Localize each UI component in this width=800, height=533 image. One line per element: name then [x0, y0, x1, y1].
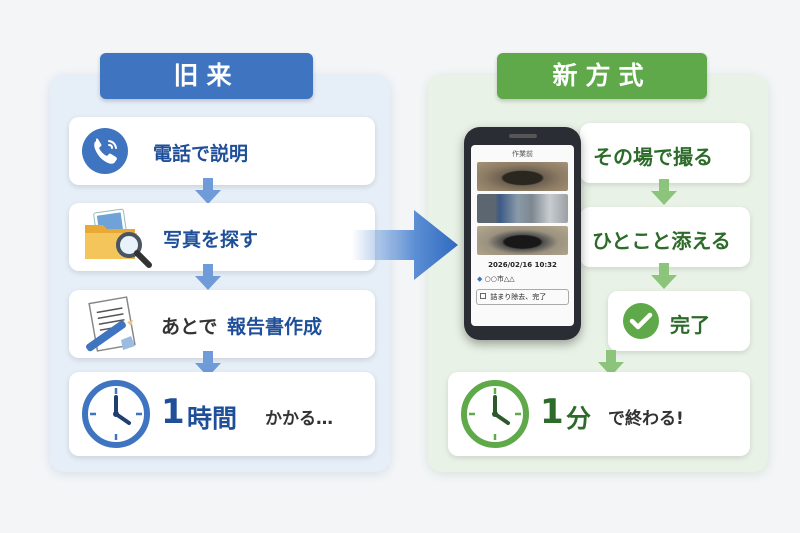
- check-circle-icon: [622, 302, 660, 344]
- new-step-shoot: その場で撮る: [580, 123, 750, 183]
- down-arrow-icon: [651, 179, 677, 205]
- speaker-slot: [509, 134, 537, 138]
- new-result-number: 1: [540, 392, 564, 432]
- new-step-label: ひとこと添える: [592, 229, 731, 253]
- old-result-unit: 時間: [187, 404, 238, 433]
- phone-screen: 作業前 2026/02/16 10:32 ◆ ○○市△△ 詰まり除去、完了: [471, 145, 574, 326]
- photo-thumbnail[interactable]: [477, 194, 568, 223]
- down-arrow-icon: [651, 263, 677, 289]
- down-arrow-icon: [195, 351, 221, 377]
- old-step-search-photo: 写真を探す: [69, 203, 375, 271]
- new-method-title: 新方式: [497, 53, 707, 99]
- checkbox-icon: [480, 293, 486, 299]
- new-result: 1 分 で終わる!: [448, 372, 750, 456]
- down-arrow-icon: [598, 350, 624, 376]
- clock-icon: [81, 379, 151, 453]
- new-step-label: その場で撮る: [593, 145, 713, 169]
- phone-icon: [81, 127, 129, 179]
- smartphone: 作業前 2026/02/16 10:32 ◆ ○○市△△ 詰まり除去、完了: [464, 127, 581, 340]
- location-pin-icon: ◆: [477, 275, 483, 283]
- note-field[interactable]: 詰まり除去、完了: [476, 289, 569, 305]
- new-step-label: 完了: [670, 313, 710, 337]
- photo-thumbnail[interactable]: [477, 226, 568, 255]
- new-step-comment: ひとこと添える: [580, 207, 750, 267]
- new-result-unit: 分: [566, 404, 592, 433]
- note-text: 詰まり除去、完了: [490, 293, 547, 301]
- old-step-label: 写真を探す: [163, 229, 259, 251]
- down-arrow-icon: [195, 178, 221, 204]
- old-step-prefix: あとで: [161, 316, 218, 338]
- old-result-suffix: かかる…: [265, 409, 333, 429]
- screen-title: 作業前: [512, 150, 533, 158]
- clock-icon: [460, 379, 530, 453]
- old-method-title: 旧来: [100, 53, 313, 99]
- photo-thumbnail[interactable]: [477, 162, 568, 191]
- old-step-report: あとで 報告書作成: [69, 290, 375, 358]
- new-result-suffix: で終わる!: [608, 409, 684, 429]
- folder-search-icon: [79, 207, 155, 273]
- document-pen-icon: [77, 294, 149, 358]
- old-result-number: 1: [161, 392, 185, 432]
- new-step-done: 完了: [608, 291, 750, 351]
- old-step-label: 報告書作成: [227, 316, 323, 338]
- location-text: ○○市△△: [484, 275, 515, 283]
- old-step-phone: 電話で説明: [69, 117, 375, 185]
- old-step-label: 電話で説明: [153, 143, 249, 165]
- old-result: 1 時間 かかる…: [69, 372, 375, 456]
- screen-date: 2026/02/16 10:32: [488, 261, 557, 269]
- transition-arrow-icon: [352, 210, 458, 280]
- screen-location: ◆ ○○市△△: [477, 274, 574, 284]
- down-arrow-icon: [195, 264, 221, 290]
